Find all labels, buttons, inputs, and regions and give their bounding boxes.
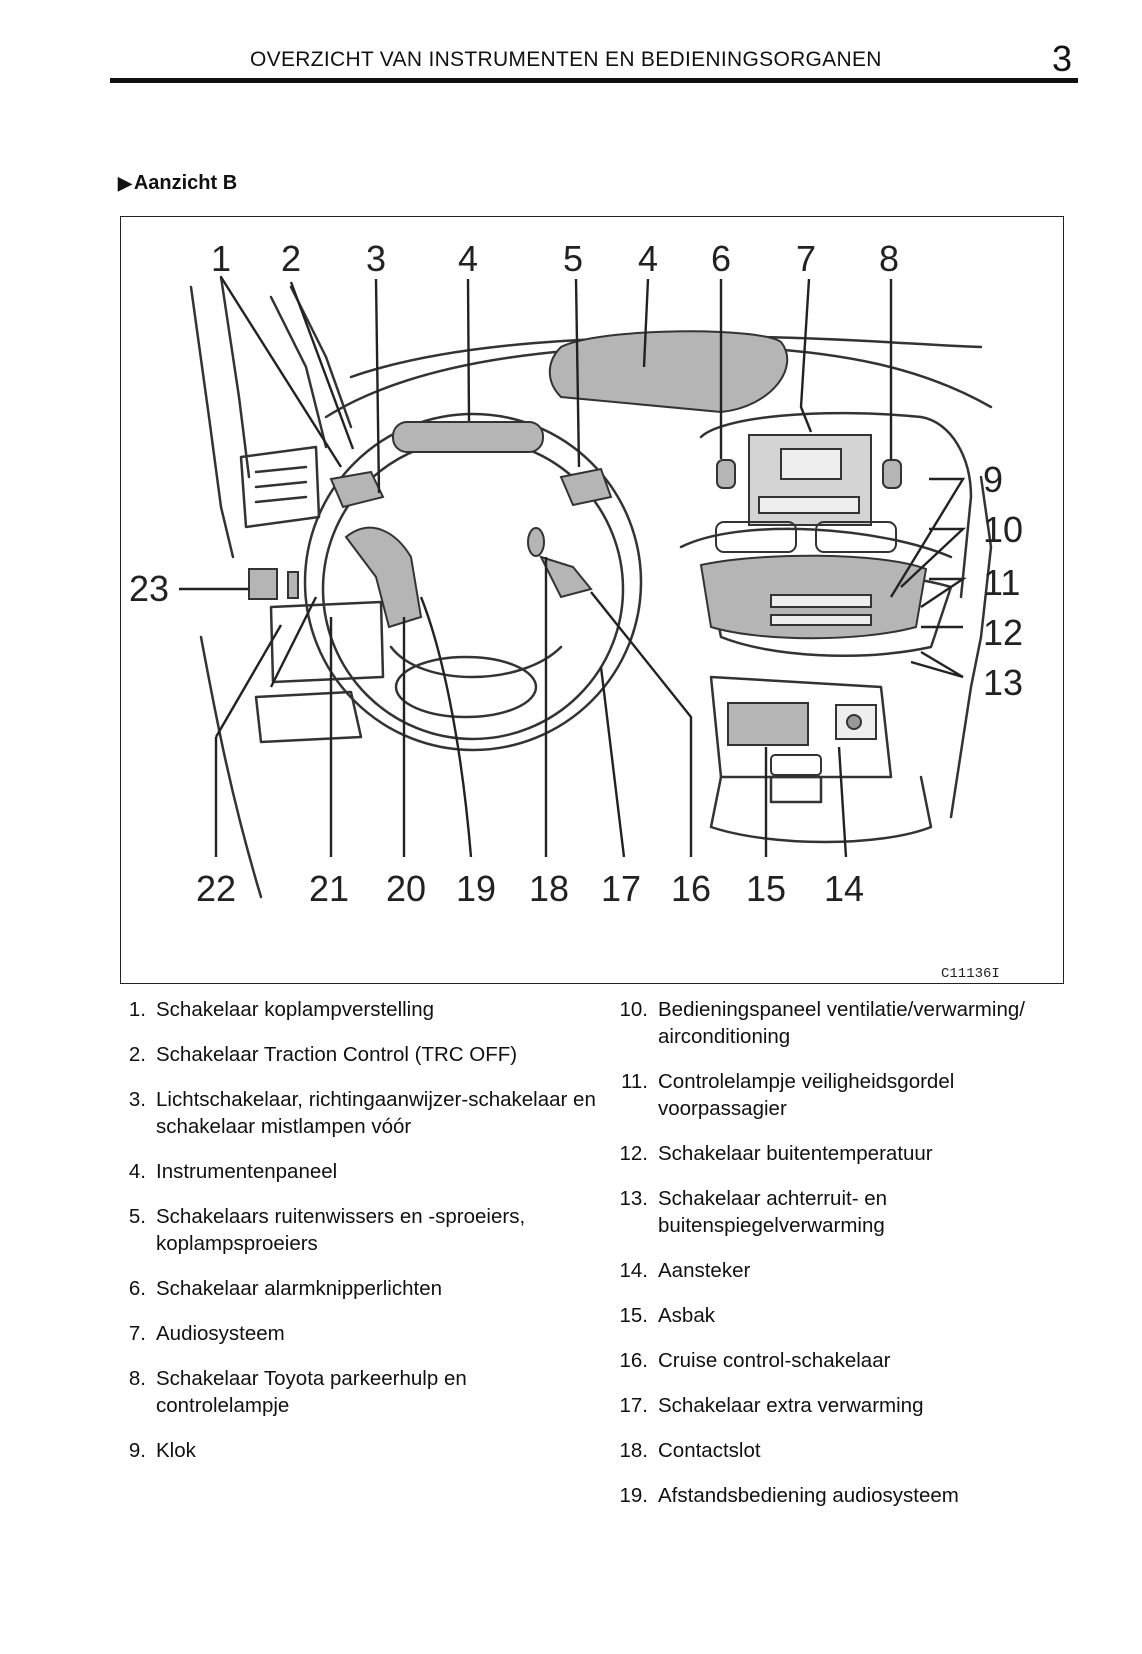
callout-number-top-4: 5	[563, 238, 583, 279]
callout-number-top-7: 7	[796, 238, 816, 279]
callout-number-right-3: 12	[983, 612, 1023, 653]
legend-text: Cruise control-schakelaar	[658, 1349, 891, 1372]
legend-item: 15. Asbak	[618, 1302, 1068, 1329]
legend-number: 13.	[619, 1187, 649, 1210]
legend-text: Audiosysteem	[156, 1322, 285, 1345]
legend-item: 7. Audiosysteem	[126, 1320, 596, 1347]
legend-item: 2. Schakelaar Traction Control (TRC OFF)	[126, 1041, 596, 1068]
callout-number-bottom-3: 19	[456, 868, 496, 909]
legend-item: 19. Afstandsbediening audiosysteem	[618, 1482, 1068, 1509]
page-header-title: OVERZICHT VAN INSTRUMENTEN EN BEDIENINGS…	[250, 48, 882, 71]
legend-number: 19.	[619, 1484, 649, 1507]
callout-number-top-2: 3	[366, 238, 386, 279]
legend-text: Schakelaar Traction Control (TRC OFF)	[156, 1043, 518, 1066]
legend-item: 4. Instrumentenpaneel	[126, 1158, 596, 1185]
legend-item: 14. Aansteker	[618, 1257, 1068, 1284]
legend-item: 11. Controlelampje veiligheidsgordel voor…	[618, 1068, 1068, 1122]
callout-number-bottom-6: 16	[671, 868, 711, 909]
legend-number: 7.	[128, 1322, 146, 1345]
callout-number-bottom-5: 17	[601, 868, 641, 909]
legend-item: 12. Schakelaar buitentemperatuur	[618, 1140, 1068, 1167]
legend-number: 2.	[128, 1043, 146, 1066]
callout-number-bottom-8: 14	[824, 868, 864, 909]
legend-text: Afstandsbediening audiosysteem	[658, 1484, 959, 1507]
legend-item: 8. Schakelaar Toyota parkeerhulp en contr…	[126, 1365, 596, 1419]
legend-number: 8.	[128, 1367, 146, 1390]
legend-number: 17.	[619, 1394, 649, 1417]
legend-item: 10. Bedieningspaneel ventilatie/verwarmin…	[618, 996, 1068, 1050]
legend-text: Instrumentenpaneel	[156, 1160, 338, 1183]
callout-number-bottom-7: 15	[746, 868, 786, 909]
section-title-text: Aanzicht B	[133, 172, 238, 194]
callout-number-top-3: 4	[458, 238, 478, 279]
callout-number-top-0: 1	[211, 238, 231, 279]
legend-text: Schakelaar extra verwarming	[658, 1394, 924, 1417]
legend-number: 16.	[619, 1349, 649, 1372]
header-rule	[110, 78, 1078, 83]
legend-text: Schakelaar buitentemperatuur	[658, 1142, 933, 1165]
figure-code: C11136I	[941, 966, 1000, 982]
legend-item: 9. Klok	[126, 1437, 596, 1464]
callout-number-bottom-1: 21	[309, 868, 349, 909]
legend-list-right: 10. Bedieningspaneel ventilatie/verwarmin…	[618, 996, 1068, 1527]
legend-text: Lichtschakelaar, richtingaanwijzer-schak…	[156, 1088, 596, 1138]
legend-number: 4.	[128, 1160, 146, 1183]
legend-text: Schakelaar achterruit- en buitenspiegelv…	[658, 1187, 888, 1237]
legend-number: 6.	[128, 1277, 146, 1300]
callout-number-right-0: 9	[983, 459, 1003, 500]
legend-number: 9.	[128, 1439, 146, 1462]
legend-text: Contactslot	[658, 1439, 761, 1462]
triangle-marker-icon: ▶	[118, 173, 132, 193]
legend-text: Schakelaars ruitenwissers en -sproeiers,…	[156, 1205, 526, 1255]
legend-number: 11.	[621, 1070, 648, 1093]
callout-number-left-0: 23	[129, 568, 169, 609]
page-number: 3	[1052, 38, 1073, 79]
callout-number-bottom-4: 18	[529, 868, 569, 909]
legend-text: Controlelampje veiligheidsgordel voorpas…	[658, 1070, 955, 1120]
legend-item: 6. Schakelaar alarmknipperlichten	[126, 1275, 596, 1302]
legend-item: 1. Schakelaar koplampverstelling	[126, 996, 596, 1023]
legend-number: 10.	[619, 998, 649, 1021]
callout-number-top-8: 8	[879, 238, 899, 279]
legend-number: 12.	[619, 1142, 649, 1165]
legend-number: 3.	[128, 1088, 146, 1111]
legend-item: 16. Cruise control-schakelaar	[618, 1347, 1068, 1374]
callout-number-right-1: 10	[983, 509, 1023, 550]
legend-text: Schakelaar alarmknipperlichten	[156, 1277, 443, 1300]
legend-text: Schakelaar koplampverstelling	[156, 998, 435, 1021]
callout-number-right-2: 11	[983, 562, 1020, 603]
legend-text: Schakelaar Toyota parkeerhulp en control…	[156, 1367, 467, 1417]
legend-list-left: 1. Schakelaar koplampverstelling 2. Schake…	[126, 996, 596, 1482]
legend-text: Asbak	[658, 1304, 715, 1327]
legend-text: Klok	[156, 1439, 196, 1462]
legend-item: 18. Contactslot	[618, 1437, 1068, 1464]
callout-number-top-6: 6	[711, 238, 731, 279]
legend-item: 5. Schakelaars ruitenwissers en -sproeier…	[126, 1203, 596, 1257]
callout-number-right-4: 13	[983, 662, 1023, 703]
callout-number-bottom-0: 22	[196, 868, 236, 909]
callout-number-top-1: 2	[281, 238, 301, 279]
callout-number-bottom-2: 20	[386, 868, 426, 909]
legend-number: 14.	[619, 1259, 649, 1282]
legend-item: 3. Lichtschakelaar, richtingaanwijzer-sch…	[126, 1086, 596, 1140]
legend-number: 15.	[619, 1304, 649, 1327]
legend-text: Bedieningspaneel ventilatie/verwarming/ …	[658, 998, 1025, 1048]
legend-number: 5.	[128, 1205, 146, 1228]
legend-item: 13. Schakelaar achterruit- en buitenspieg…	[618, 1185, 1068, 1239]
legend-number: 18.	[619, 1439, 649, 1462]
legend-number: 1.	[128, 998, 146, 1021]
callout-number-top-5: 4	[638, 238, 658, 279]
section-title: ▶Aanzicht B	[118, 172, 237, 195]
legend-item: 17. Schakelaar extra verwarming	[618, 1392, 1068, 1419]
legend-text: Aansteker	[658, 1259, 751, 1282]
